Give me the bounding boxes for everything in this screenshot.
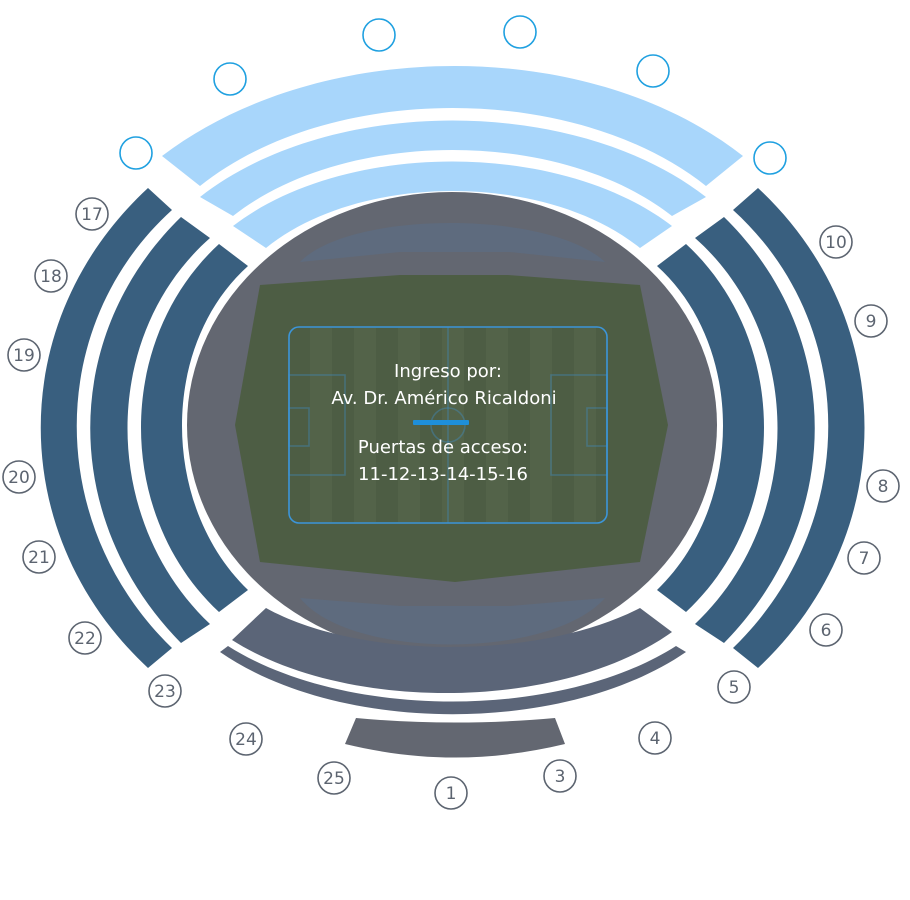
gate-15-marker[interactable] [213,62,247,96]
gate-label: 1 [446,784,457,804]
gate-label: 24 [235,730,257,750]
gate-label: 10 [825,233,847,253]
gate-circle[interactable] [75,197,109,231]
gate-circle[interactable] [819,225,853,259]
gates-list: 11-12-13-14-15-16 [358,464,528,485]
gate-18-marker[interactable]: 18 [34,259,68,293]
gate-label: 17 [81,205,103,225]
gate-label: 8 [878,477,889,497]
gate-23-marker[interactable]: 23 [148,674,182,708]
gate-7-marker[interactable]: 7 [847,541,881,575]
gate-circle[interactable] [34,259,68,293]
gate-11-marker[interactable] [753,141,787,175]
pitch [235,275,668,582]
east-stands[interactable] [657,188,865,668]
gate-22-marker[interactable]: 22 [68,621,102,655]
gate-9-marker[interactable]: 9 [854,304,888,338]
gate-8-marker[interactable]: 8 [866,469,900,503]
gate-circle[interactable] [717,670,751,704]
south-stand-upper[interactable] [232,608,672,694]
entry-street: Av. Dr. Américo Ricaldoni [331,388,556,409]
gate-19-marker[interactable]: 19 [7,338,41,372]
north-stand-outer[interactable] [162,66,743,186]
gate-label: 20 [8,468,30,488]
gate-circle[interactable] [148,674,182,708]
gate-label: 23 [154,682,176,702]
info-divider [413,420,469,425]
gate-circle[interactable] [809,613,843,647]
gate-16-marker[interactable] [119,136,153,170]
gate-circle[interactable] [636,54,670,88]
gate-circle[interactable] [68,621,102,655]
north-stands-highlighted[interactable] [162,66,743,248]
west-stand-outer[interactable] [40,188,172,668]
gate-label: 5 [729,678,740,698]
south-stand-lower[interactable] [220,646,686,715]
gate-circle[interactable] [317,761,351,795]
gate-circle[interactable] [638,721,672,755]
gate-4-marker[interactable]: 4 [638,721,672,755]
gate-circle[interactable] [543,759,577,793]
gate-17-marker[interactable]: 17 [75,197,109,231]
gate-circle[interactable] [753,141,787,175]
gate-label: 25 [323,769,345,789]
gate-label: 7 [859,549,870,569]
east-stand-middle[interactable] [695,217,815,643]
gate-circle[interactable] [119,136,153,170]
south-stand-access[interactable] [345,718,565,758]
gate-3-marker[interactable]: 3 [543,759,577,793]
gate-6-marker[interactable]: 6 [809,613,843,647]
gate-25-marker[interactable]: 25 [317,761,351,795]
gate-label: 19 [13,346,35,366]
gate-24-marker[interactable]: 24 [229,722,263,756]
gate-circle[interactable] [362,18,396,52]
west-stand-middle[interactable] [90,217,210,643]
east-stand-inner[interactable] [657,244,764,612]
entry-label: Ingreso por: [394,361,502,382]
gates-layer: 1 3 4 5 6 7 8 9 10 17 18 19 20 21 22 23 24 25 [2,15,900,810]
south-inner-stand [300,598,605,645]
north-stand-middle[interactable] [200,120,706,217]
gate-circle[interactable] [503,15,537,49]
gate-13-marker[interactable] [503,15,537,49]
gate-5-marker[interactable]: 5 [717,670,751,704]
west-stands[interactable] [40,188,248,668]
gates-label: Puertas de acceso: [358,437,528,458]
gate-circle[interactable] [847,541,881,575]
gate-12-marker[interactable] [636,54,670,88]
gate-14-marker[interactable] [362,18,396,52]
gate-label: 9 [866,312,877,332]
gate-label: 4 [650,729,661,749]
gate-label: 22 [74,629,96,649]
gate-label: 3 [555,767,566,787]
east-stand-outer[interactable] [733,188,865,668]
gate-circle[interactable] [2,460,36,494]
gate-circle[interactable] [434,776,468,810]
gate-20-marker[interactable]: 20 [2,460,36,494]
gate-1-marker[interactable]: 1 [434,776,468,810]
gate-circle[interactable] [866,469,900,503]
gate-21-marker[interactable]: 21 [22,540,56,574]
north-inner-stand [300,223,605,262]
gate-label: 18 [40,267,62,287]
gate-label: 6 [821,621,832,641]
gate-circle[interactable] [854,304,888,338]
gate-circle[interactable] [229,722,263,756]
north-stand-inner[interactable] [233,161,672,249]
gate-circle[interactable] [213,62,247,96]
south-stands[interactable] [220,608,686,758]
gate-circle[interactable] [22,540,56,574]
access-info: Ingreso por: Av. Dr. Américo Ricaldoni P… [331,361,556,485]
gate-circle[interactable] [7,338,41,372]
pitch-stripes [310,328,596,522]
west-stand-inner[interactable] [141,244,248,612]
gate-10-marker[interactable]: 10 [819,225,853,259]
gate-label: 21 [28,548,50,568]
